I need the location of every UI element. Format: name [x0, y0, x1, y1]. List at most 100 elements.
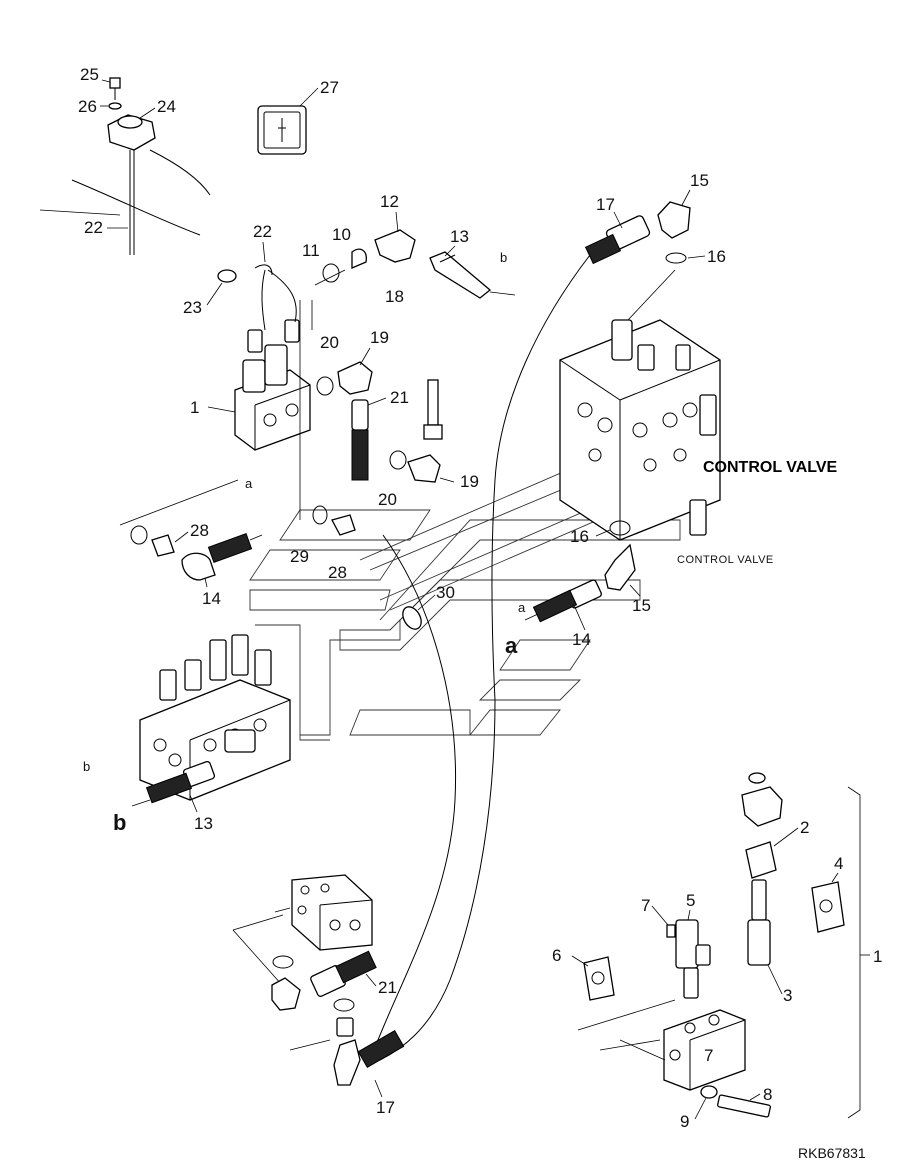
callout-16-top: 16 — [707, 247, 726, 266]
callout-29: 29 — [290, 547, 309, 566]
hose-icon — [207, 533, 253, 563]
washer-icon — [108, 102, 122, 110]
callout-20-b: 20 — [378, 490, 397, 509]
callout-23: 23 — [183, 298, 202, 317]
callout-14-right: 14 — [572, 630, 591, 649]
o-ring-icon — [312, 505, 328, 525]
fittings-mid-right — [524, 520, 636, 623]
hose-icon — [145, 772, 193, 804]
fittings-top-right — [584, 201, 691, 265]
fittings-top-middle — [312, 229, 516, 536]
callout-17-top: 17 — [596, 195, 615, 214]
elbow-fitting-icon — [374, 229, 416, 263]
solenoid-valve-icon — [675, 919, 699, 969]
callout-9: 9 — [680, 1112, 689, 1131]
callout-15-top: 15 — [690, 171, 709, 190]
callout-14-left: 14 — [202, 589, 221, 608]
callout-28-b: 28 — [328, 563, 347, 582]
o-ring-icon — [272, 955, 294, 969]
o-ring-icon — [665, 252, 687, 264]
control-valve-icon — [139, 679, 291, 801]
letter-b-top: b — [500, 250, 507, 265]
watermark-logo — [249, 429, 691, 741]
elbow-fitting-icon — [333, 1039, 361, 1086]
letter-b-big: b — [113, 810, 126, 835]
o-ring-icon — [322, 263, 340, 283]
elbow-fitting-icon — [604, 543, 636, 591]
hose-assembly-left — [130, 525, 263, 581]
elbow-fitting-icon — [657, 201, 691, 239]
elbow-fitting-icon — [337, 361, 373, 395]
callout-27: 27 — [320, 78, 339, 97]
solenoid-assembly-right — [577, 772, 870, 1119]
callout-7-block: 7 — [704, 1046, 713, 1065]
hose-17-line-lower — [379, 699, 496, 1061]
control-valve-b — [131, 634, 291, 807]
callout-5: 5 — [686, 891, 695, 910]
control-valve-icon — [559, 319, 721, 541]
connection-letters: a a a b b b — [83, 250, 526, 835]
o-ring-icon — [316, 376, 334, 396]
hose-icon — [357, 1030, 405, 1068]
letter-b-left: b — [83, 759, 90, 774]
switch-assembly — [71, 77, 211, 255]
hose-icon — [532, 589, 578, 623]
hose-icon — [429, 251, 492, 299]
callout-11: 11 — [302, 241, 320, 260]
washer-icon — [748, 772, 766, 784]
callout-8: 8 — [763, 1085, 772, 1104]
hose-icon — [335, 950, 377, 984]
callout-25: 25 — [80, 65, 99, 84]
callout-3: 3 — [783, 986, 792, 1005]
washer-icon — [402, 606, 422, 630]
callout-13-top: 13 — [450, 227, 469, 246]
letter-a-left: a — [245, 476, 253, 491]
elbow-fitting-icon — [407, 454, 441, 483]
callout-1-top: 1 — [190, 398, 199, 417]
callout-6: 6 — [552, 946, 561, 965]
callout-20-a: 20 — [320, 333, 339, 352]
callout-21-a: 21 — [390, 388, 409, 407]
callout-2: 2 — [800, 818, 809, 837]
solenoid-valve-icon — [663, 1009, 746, 1091]
o-ring-icon — [389, 450, 407, 470]
manifold-block — [232, 874, 405, 1086]
washer-icon — [700, 1085, 718, 1099]
elbow-fitting-icon — [271, 977, 301, 1011]
letter-a-right: a — [518, 600, 526, 615]
callout-13-bot: 13 — [194, 814, 213, 833]
o-ring-icon — [130, 525, 148, 545]
callout-17-bot: 17 — [376, 1098, 395, 1117]
label-decal-icon — [583, 956, 615, 1001]
callout-7: 7 — [641, 896, 650, 915]
reference-code: RKB67831 — [798, 1145, 866, 1161]
callout-22-mid: 22 — [253, 222, 272, 241]
callout-28-a: 28 — [190, 521, 209, 540]
callout-19-a: 19 — [370, 328, 389, 347]
label-decal-icon — [811, 881, 845, 933]
callout-30: 30 — [436, 583, 455, 602]
callout-16-mid: 16 — [570, 527, 589, 546]
switch-icon — [741, 786, 783, 827]
callout-21-b: 21 — [378, 978, 397, 997]
leader-lines-left — [39, 209, 346, 526]
bolt-icon — [109, 77, 121, 89]
callout-12: 12 — [380, 192, 399, 211]
decal-27 — [257, 105, 307, 155]
callout-4: 4 — [834, 854, 843, 873]
callout-19-b: 19 — [460, 472, 479, 491]
callout-26: 26 — [78, 97, 97, 116]
control-valve-label-small: CONTROL VALVE — [677, 554, 774, 566]
letter-a-big: a — [505, 633, 518, 658]
callout-1-right: 1 — [873, 947, 882, 966]
callout-18: 18 — [385, 287, 404, 306]
callout-15-mid: 15 — [632, 596, 651, 615]
hose-21-line — [369, 534, 457, 1061]
o-ring-icon — [609, 520, 631, 536]
callout-24: 24 — [157, 97, 176, 116]
elbow-fitting-icon — [181, 552, 216, 581]
callout-10: 10 — [332, 225, 351, 244]
control-valve — [559, 269, 721, 541]
bolt-icon — [717, 1094, 771, 1118]
